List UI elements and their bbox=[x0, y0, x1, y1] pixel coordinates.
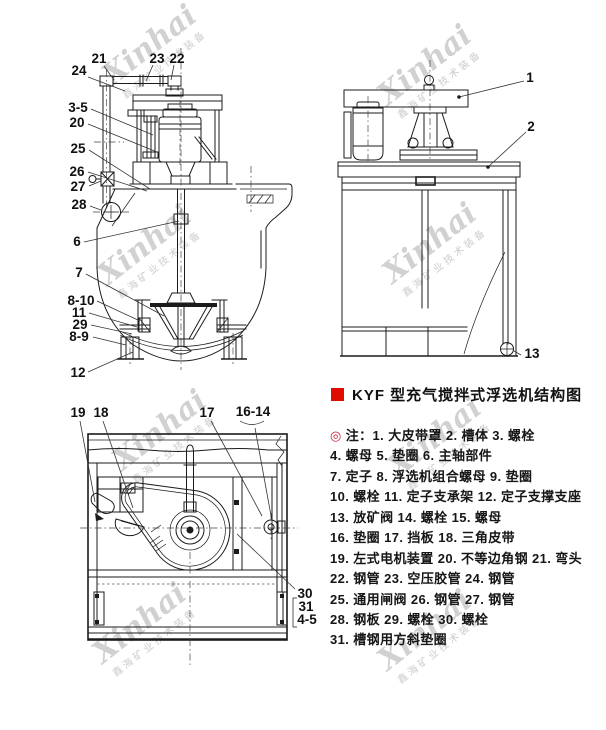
sectional-view-drawing bbox=[88, 48, 293, 370]
legend-line: ◎注：1. 大皮带罩 2. 槽体 3. 螺栓 bbox=[330, 426, 604, 446]
legend-line: 28. 钢板 29. 螺栓 30. 螺栓 bbox=[330, 611, 489, 627]
callout-labels: 21 24 23 22 3-5 20 25 26 27 28 6 7 8-10 … bbox=[67, 51, 540, 627]
callout-label: 8-9 bbox=[69, 329, 89, 344]
callout-label: 18 bbox=[93, 405, 109, 420]
callout-label: 7 bbox=[75, 265, 83, 280]
legend-line: 19. 左式电机装置 20. 不等边角钢 21. 弯头 bbox=[330, 550, 583, 566]
callout-label: 3-5 bbox=[68, 100, 88, 115]
callout-label: 29 bbox=[72, 317, 87, 332]
legend-line: 7. 定子 8. 浮选机组合螺母 9. 垫圈 bbox=[330, 468, 533, 484]
red-square-marker-icon bbox=[331, 388, 344, 401]
callout-label: 1 bbox=[526, 70, 534, 85]
legend-line: 22. 钢管 23. 空压胶管 24. 钢管 bbox=[330, 571, 516, 587]
legend-text: 注：1. 大皮带罩 2. 槽体 3. 螺栓 bbox=[345, 428, 535, 443]
legend-line: 25. 通用闸阀 26. 钢管 27. 钢管 bbox=[330, 591, 516, 607]
plan-view-drawing bbox=[80, 433, 298, 667]
callout-label: 30 bbox=[297, 586, 312, 601]
callout-label: 22 bbox=[169, 51, 184, 66]
callout-label: 25 bbox=[70, 141, 86, 156]
legend-line: 4. 螺母 5. 垫圈 6. 主轴部件 bbox=[330, 448, 493, 464]
legend-line: 10. 螺栓 11. 定子支承架 12. 定子支撑支座 bbox=[330, 489, 582, 505]
callout-leader-lines bbox=[79, 64, 527, 628]
callout-label: 12 bbox=[70, 365, 85, 380]
callout-label: 21 bbox=[91, 51, 107, 66]
note-bullet-icon: ◎ bbox=[330, 428, 342, 443]
side-view-drawing bbox=[337, 60, 521, 357]
callout-label: 16-14 bbox=[236, 404, 271, 419]
callout-label: 4-5 bbox=[297, 612, 317, 627]
callout-label: 2 bbox=[527, 119, 535, 134]
callout-label: 20 bbox=[69, 115, 84, 130]
callout-label: 24 bbox=[71, 63, 87, 78]
diagram-title: KYF 型充气搅拌式浮选机结构图 bbox=[352, 387, 583, 404]
legend-line: 16. 垫圈 17. 挡板 18. 三角皮带 bbox=[330, 530, 516, 546]
callout-label: 31 bbox=[298, 599, 314, 614]
callout-label: 13 bbox=[524, 346, 540, 361]
callout-label: 17 bbox=[199, 405, 214, 420]
callout-label: 26 bbox=[69, 164, 85, 179]
callout-label: 6 bbox=[73, 234, 81, 249]
legend-line: 31. 槽钢用方斜垫圈 bbox=[330, 632, 448, 648]
callout-label: 27 bbox=[70, 179, 85, 194]
callout-label: 8-10 bbox=[67, 293, 94, 308]
diagram-title-row: KYF 型充气搅拌式浮选机结构图 bbox=[331, 384, 582, 405]
legend-line: 13. 放矿阀 14. 螺栓 15. 螺母 bbox=[330, 509, 502, 525]
parts-legend: ◎注：1. 大皮带罩 2. 槽体 3. 螺栓 4. 螺母 5. 垫圈 6. 主轴… bbox=[330, 426, 604, 651]
callout-label: 19 bbox=[70, 405, 85, 420]
callout-label: 28 bbox=[71, 197, 87, 212]
callout-label: 23 bbox=[149, 51, 165, 66]
callout-label: 11 bbox=[72, 305, 87, 320]
